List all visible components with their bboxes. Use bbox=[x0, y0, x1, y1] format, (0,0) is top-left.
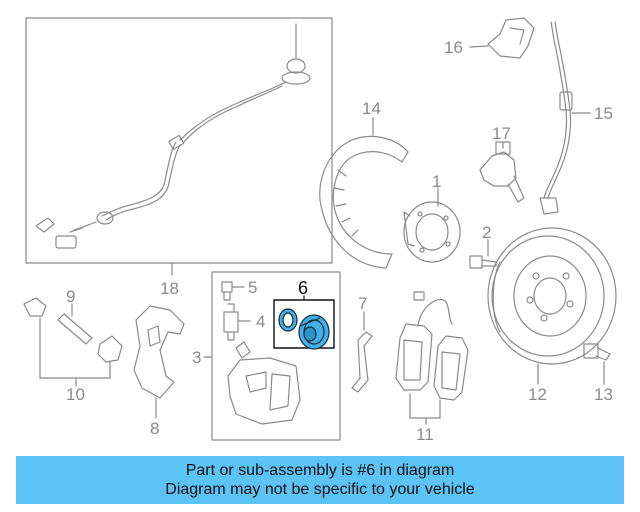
callout-2: 2 bbox=[482, 223, 491, 242]
callout-9: 9 bbox=[66, 287, 75, 306]
wiring-harness bbox=[35, 23, 311, 249]
bolt-13 bbox=[583, 343, 611, 361]
callout-4: 4 bbox=[256, 312, 265, 331]
info-banner: Part or sub-assembly is #6 in diagram Di… bbox=[16, 456, 624, 504]
group-box-3 bbox=[211, 271, 341, 441]
splash-shield-14 bbox=[319, 135, 409, 269]
bleeder-5 bbox=[221, 281, 233, 301]
brake-pads-11 bbox=[395, 291, 469, 401]
bolt-2 bbox=[469, 255, 497, 269]
caliper-carrier-8 bbox=[133, 305, 185, 399]
group-box-18 bbox=[25, 17, 333, 264]
callout-11: 11 bbox=[416, 425, 434, 444]
banner-line-1: Part or sub-assembly is #6 in diagram bbox=[185, 462, 455, 479]
callout-6: 6 bbox=[298, 278, 308, 298]
brake-rotor-12 bbox=[487, 227, 617, 365]
callout-17: 17 bbox=[492, 124, 511, 143]
callout-13: 13 bbox=[594, 385, 613, 404]
leader-16 bbox=[469, 45, 489, 48]
part-6-seal-kit bbox=[278, 308, 330, 350]
guide-pin-9 bbox=[23, 297, 93, 345]
callout-10: 10 bbox=[66, 385, 85, 404]
callout-5: 5 bbox=[248, 278, 257, 297]
callout-3: 3 bbox=[192, 348, 201, 367]
callout-16: 16 bbox=[444, 38, 463, 57]
banner-line-2: Diagram may not be specific to your vehi… bbox=[165, 481, 475, 498]
parts-diagram: 1 2 3 4 5 6 7 8 9 10 11 12 13 14 15 16 1… bbox=[23, 17, 617, 444]
abs-sensor-17 bbox=[479, 141, 525, 203]
brake-hose-15 bbox=[539, 21, 573, 215]
boot-10 bbox=[97, 335, 123, 363]
callout-18: 18 bbox=[160, 279, 179, 298]
callout-14: 14 bbox=[362, 99, 381, 118]
clip-7 bbox=[351, 331, 373, 393]
caliper-3 bbox=[227, 341, 301, 425]
guide-pin-4 bbox=[223, 303, 239, 341]
wheel-hub-1 bbox=[403, 201, 461, 263]
callout-1: 1 bbox=[432, 172, 441, 191]
callout-8: 8 bbox=[150, 419, 159, 438]
leader-10 bbox=[39, 317, 111, 379]
callout-7: 7 bbox=[358, 294, 367, 313]
callout-12: 12 bbox=[528, 385, 547, 404]
bracket-16 bbox=[487, 17, 535, 59]
leader-11 bbox=[409, 393, 441, 419]
callout-15: 15 bbox=[594, 104, 613, 123]
